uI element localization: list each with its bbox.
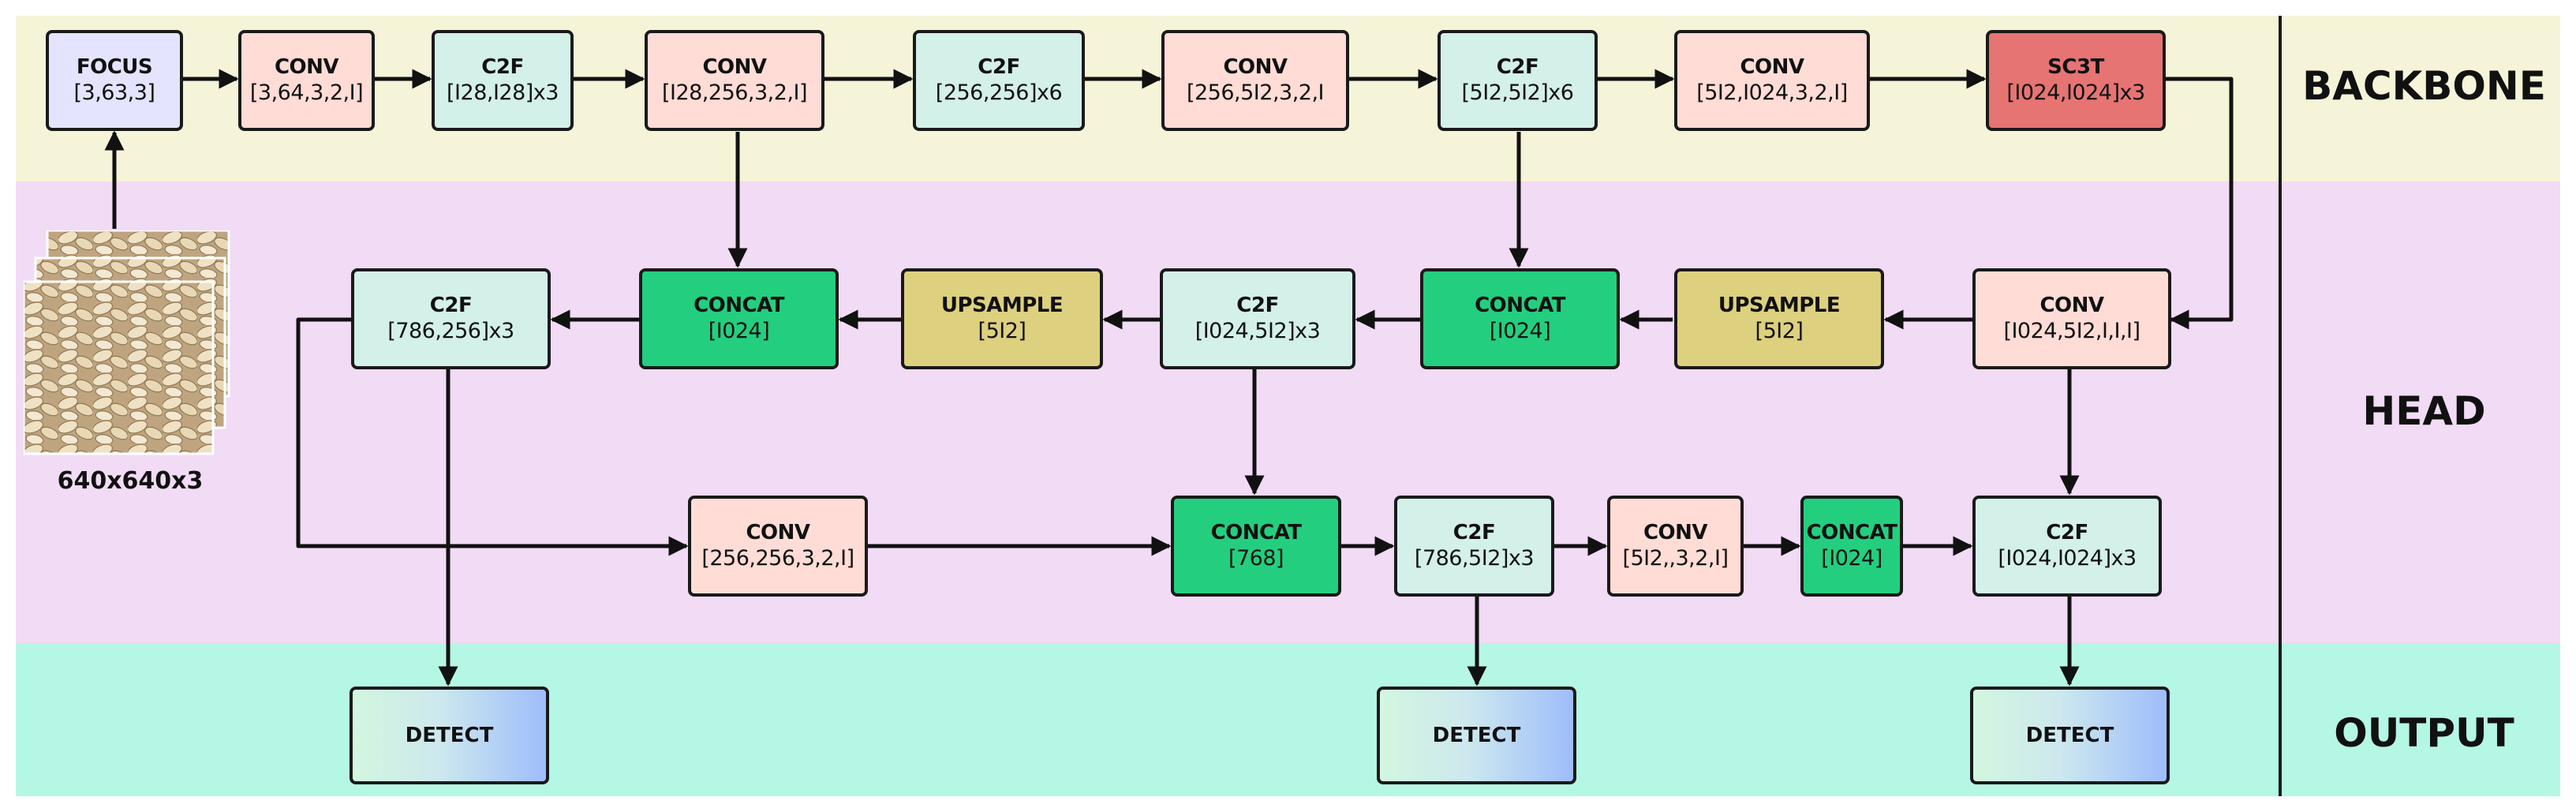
detect-node-3: DETECT: [1970, 687, 2170, 784]
node-title: FOCUS: [76, 54, 153, 79]
node-params: [256,5I2,3,2,I: [1186, 80, 1325, 106]
node-title: CONV: [274, 54, 339, 79]
node-params: [I024]: [708, 319, 770, 344]
node-title: UPSAMPLE: [1718, 293, 1841, 317]
head-c2f-node-4: C2F [I024,I024]x3: [1972, 496, 2162, 597]
head-c2f-node-1: C2F [I024,5I2]x3: [1160, 268, 1355, 369]
node-params: [786,256]x3: [387, 319, 514, 344]
conv-node-2: CONV [I28,256,3,2,I]: [645, 30, 824, 131]
node-title: CONV: [1643, 520, 1708, 544]
node-params: [I024,I024]x3: [1998, 546, 2137, 571]
node-title: CONCAT: [1475, 293, 1565, 317]
detect-node-1: DETECT: [350, 687, 549, 784]
node-title: DETECT: [2025, 723, 2114, 747]
node-title: UPSAMPLE: [940, 293, 1064, 317]
head-label: HEAD: [2362, 388, 2486, 434]
node-title: CONCAT: [694, 293, 784, 317]
detect-node-2: DETECT: [1377, 687, 1576, 784]
head-conv-node-2: CONV [256,256,3,2,I]: [688, 496, 868, 597]
input-size-label: 640x640x3: [57, 467, 204, 495]
node-title: CONV: [1223, 54, 1288, 79]
node-title: C2F: [1453, 520, 1496, 544]
node-title: C2F: [481, 54, 524, 79]
concat-node-3: CONCAT [768]: [1171, 496, 1341, 597]
node-title: CONCAT: [1806, 520, 1897, 544]
node-params: [I024]: [1821, 546, 1882, 571]
node-params: [I024,5I2]x3: [1195, 319, 1321, 344]
concat-node-1: CONCAT [I024]: [1420, 268, 1620, 369]
node-title: CONV: [1740, 54, 1804, 79]
head-conv-node-1: CONV [I024,5I2,I,I,I]: [1972, 268, 2171, 369]
node-title: DETECT: [1432, 723, 1521, 747]
node-params: [I28,I28]x3: [447, 80, 559, 106]
node-params: [3,64,3,2,I]: [249, 80, 364, 106]
node-title: C2F: [1496, 54, 1539, 79]
section-divider: [2279, 16, 2282, 796]
conv-node-3: CONV [256,5I2,3,2,I: [1161, 30, 1349, 131]
head-conv-node-3: CONV [5I2,,3,2,I]: [1607, 496, 1744, 597]
conv-node-1: CONV [3,64,3,2,I]: [238, 30, 375, 131]
upsample-node-1: UPSAMPLE [5I2]: [1674, 268, 1884, 369]
node-title: CONCAT: [1210, 520, 1302, 544]
node-params: [I024]: [1489, 319, 1551, 344]
node-title: C2F: [1236, 293, 1279, 317]
node-params: [5I2,,3,2,I]: [1622, 546, 1729, 571]
node-params: [5I2]: [1755, 319, 1804, 344]
c2f-node-3: C2F [5I2,5I2]x6: [1438, 30, 1598, 131]
node-title: C2F: [978, 54, 1020, 79]
node-params: [768]: [1228, 546, 1284, 571]
node-params: [I024,5I2,I,I,I]: [2003, 319, 2140, 344]
node-params: [5I2]: [978, 319, 1026, 344]
backbone-label: BACKBONE: [2302, 63, 2546, 109]
focus-node: FOCUS [3,63,3]: [46, 30, 183, 131]
node-title: CONV: [702, 54, 767, 79]
node-title: SC3T: [2047, 54, 2104, 79]
c2f-node-2: C2F [256,256]x6: [913, 30, 1085, 131]
node-title: CONV: [2039, 293, 2104, 317]
node-params: [786,5I2]x3: [1414, 546, 1535, 571]
sc3t-node: SC3T [I024,I024]x3: [1986, 30, 2166, 131]
c2f-node-1: C2F [I28,I28]x3: [432, 30, 574, 131]
node-title: DETECT: [405, 723, 494, 747]
node-params: [I28,256,3,2,I]: [661, 80, 808, 106]
upsample-node-2: UPSAMPLE [5I2]: [901, 268, 1103, 369]
node-params: [256,256,3,2,I]: [701, 546, 854, 571]
node-title: C2F: [429, 293, 473, 317]
head-c2f-node-2: C2F [786,256]x3: [351, 268, 551, 369]
concat-node-2: CONCAT [I024]: [639, 268, 839, 369]
node-params: [5I2,5I2]x6: [1461, 80, 1574, 106]
node-params: [256,256]x6: [935, 80, 1063, 106]
conv-node-4: CONV [5I2,I024,3,2,I]: [1674, 30, 1870, 131]
concat-node-4: CONCAT [I024]: [1800, 496, 1903, 597]
node-params: [I024,I024]x3: [2006, 80, 2145, 106]
output-label: OUTPUT: [2334, 710, 2514, 756]
node-params: [5I2,I024,3,2,I]: [1696, 80, 1848, 106]
node-title: CONV: [746, 520, 810, 544]
head-c2f-node-3: C2F [786,5I2]x3: [1394, 496, 1554, 597]
node-title: C2F: [2046, 520, 2088, 544]
node-params: [3,63,3]: [73, 80, 155, 106]
input-image: [24, 230, 230, 455]
